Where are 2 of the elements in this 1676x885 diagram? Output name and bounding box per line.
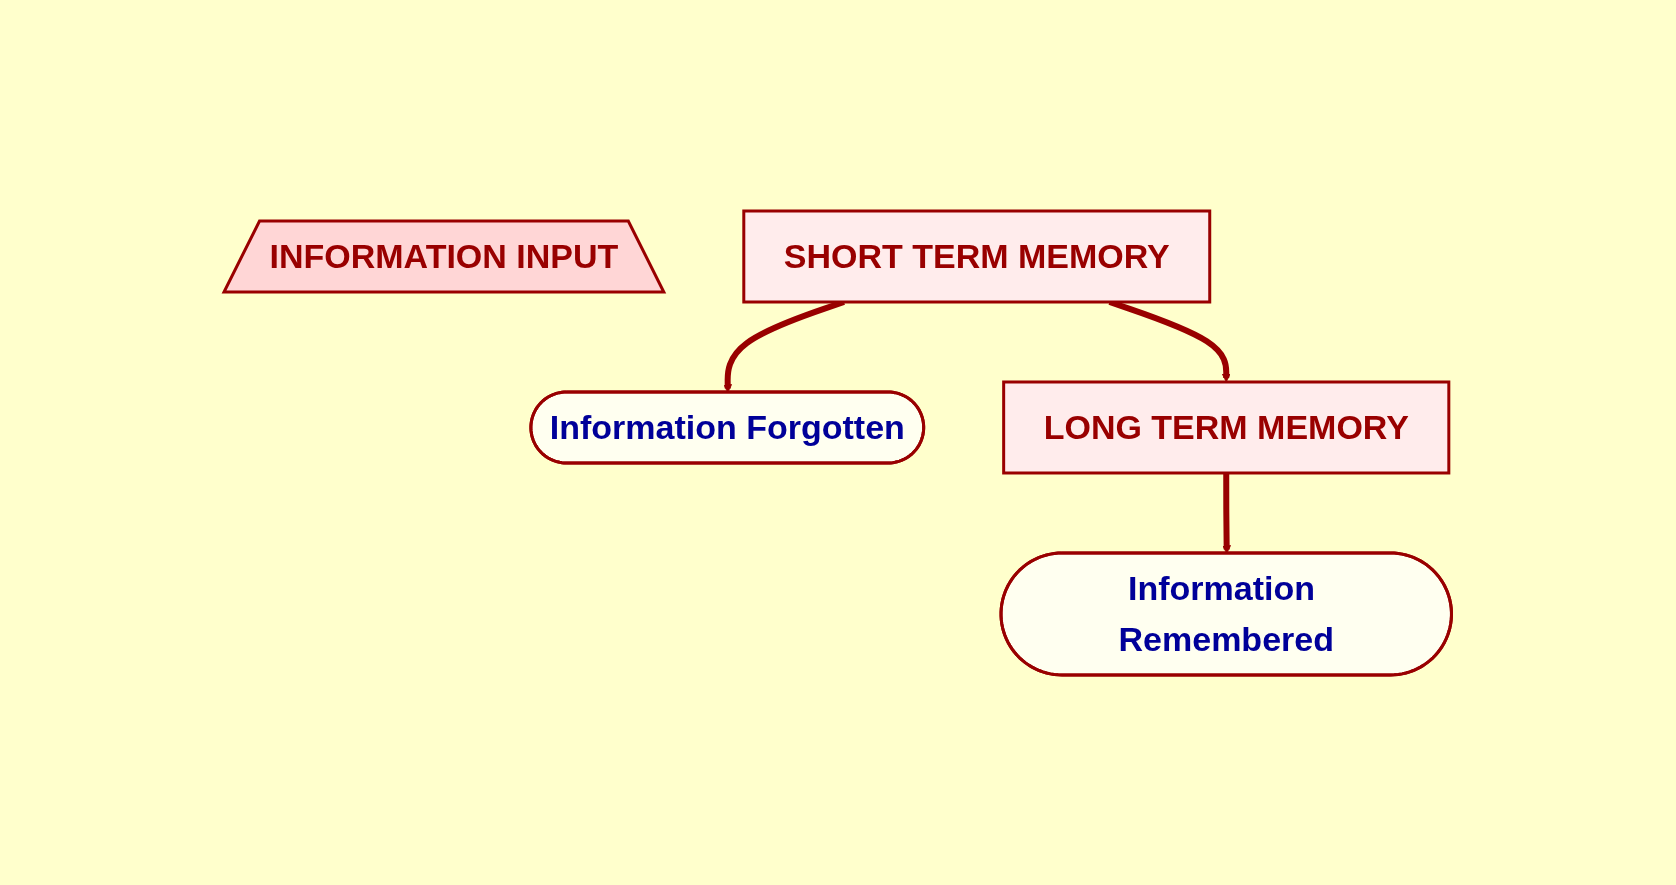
node-box: SHORT TERM MEMORY xyxy=(742,209,1212,303)
node-box: LONG TERM MEMORY xyxy=(1002,380,1451,474)
